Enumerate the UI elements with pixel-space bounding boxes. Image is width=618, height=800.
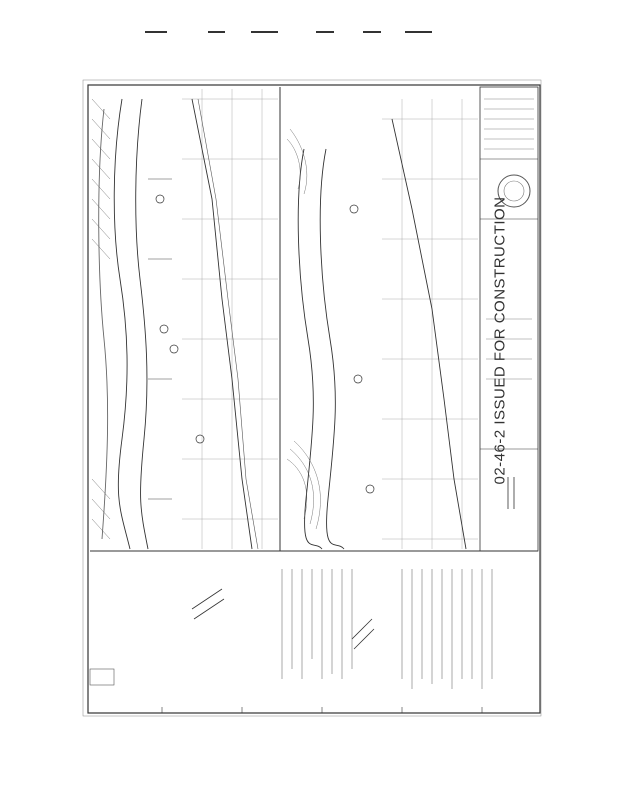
header-dash [208, 31, 225, 33]
header-dash [405, 31, 432, 33]
stamp-text: 02-46-2 ISSUED FOR CONSTRUCTION [491, 195, 509, 485]
plan-drawing [82, 79, 542, 717]
header-artifacts [0, 0, 618, 60]
header-dash [251, 31, 278, 33]
issued-for-construction-stamp: 02-46-2 ISSUED FOR CONSTRUCTION [480, 196, 520, 484]
header-dash [145, 31, 167, 33]
engineering-plan-sheet [82, 79, 542, 719]
header-dash [316, 31, 334, 33]
header-dash [363, 31, 381, 33]
